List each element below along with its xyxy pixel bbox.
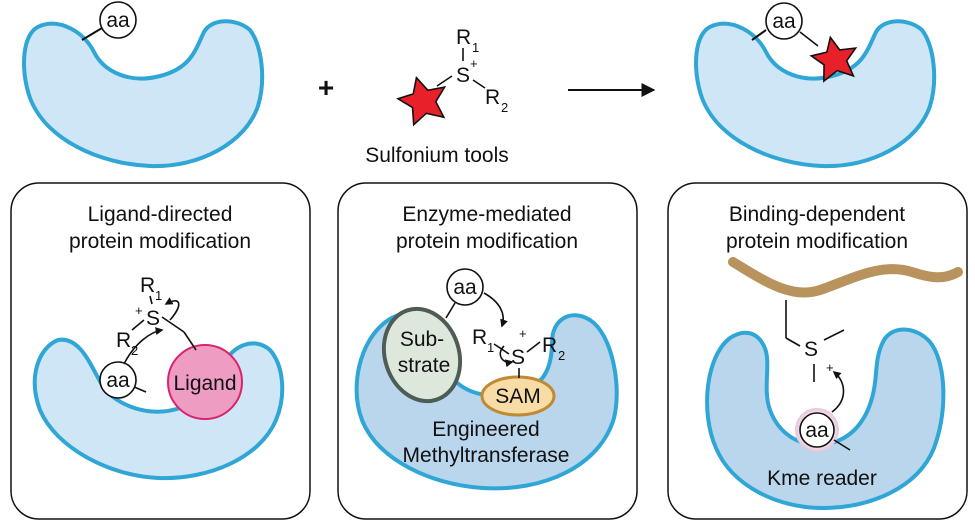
panel-ligand-directed: Ligand-directed protein modification aa … [10,182,311,520]
r1-group: R [140,274,155,297]
r2-group: R [116,329,131,352]
reader-label: Kme reader [767,467,877,490]
r2-subscript: 2 [501,100,508,115]
r2-group: R [485,86,500,109]
attack-arrow [123,327,164,365]
r1-subscript: 1 [487,340,494,355]
peptide-chain [728,257,963,298]
r1-group: R [472,326,487,349]
sulfur-charge: + [826,360,834,375]
ligand-label: Ligand [173,372,236,395]
top-left-protein [22,19,265,169]
r2-subscript: 2 [558,348,565,363]
substrate-label-line2: strate [398,354,451,377]
sulfur-atom: S [511,346,525,369]
reagent-caption: Sulfonium tools [365,144,509,167]
panel-binding-dependent: Binding-dependent protein modification S… [667,182,968,520]
top-right-protein-group: aa [694,2,937,169]
aa-label: aa [106,369,130,392]
panel-title-line1: Binding-dependent [729,203,905,226]
top-left-protein-group: aa [22,1,265,169]
aa-label: aa [805,419,829,442]
enzyme-label-line1: Engineered [432,418,539,441]
sam-label: SAM [495,385,541,408]
aa-residue [799,412,835,448]
star-icon [809,35,858,83]
sam-cofactor [480,375,556,417]
panel-enzyme-mediated: Enzyme-mediated protein modification Sub… [337,182,638,520]
attack-arrow [831,370,845,413]
r2-subscript: 2 [131,343,138,358]
substrate-label-line1: Sub- [400,328,444,351]
sulfur-atom: S [146,307,160,330]
plus-icon: + [318,72,334,103]
ligand [167,344,243,420]
enzyme-label-line2: Methyltransferase [403,444,570,467]
aa-label: aa [453,276,477,299]
panel-title-line1: Enzyme-mediated [402,203,571,226]
panel-title-line2: protein modification [726,230,908,253]
r1-group: R [456,26,471,49]
attack-arrow [483,292,508,328]
panel-title-line2: protein modification [396,230,578,253]
aa-label: aa [772,10,796,33]
aa-residue [765,2,803,40]
sulfur-charge: + [519,326,527,341]
leaving-arrow [164,297,180,321]
sulfur-atom: S [804,338,818,361]
r1-subscript: 1 [155,288,162,303]
protein [705,327,946,511]
aa-residue [99,361,137,399]
sulfonium-reagent: S + R 1 R 2 Sulfonium tools [365,26,509,167]
panel-title-line2: protein modification [69,230,251,253]
panel-title-line1: Ligand-directed [88,203,233,226]
r2-group: R [542,334,557,357]
aa-label: aa [106,9,130,32]
sulfur-atom: S [456,64,470,87]
sulfur-charge: + [470,56,478,71]
sulfur-charge: + [135,303,143,318]
aa-residue [446,268,484,306]
r1-subscript: 1 [472,40,479,55]
star-icon [396,75,447,127]
leaving-arrow [499,345,514,368]
substrate [381,306,463,404]
top-right-protein [694,19,937,169]
aa-residue [99,1,137,39]
